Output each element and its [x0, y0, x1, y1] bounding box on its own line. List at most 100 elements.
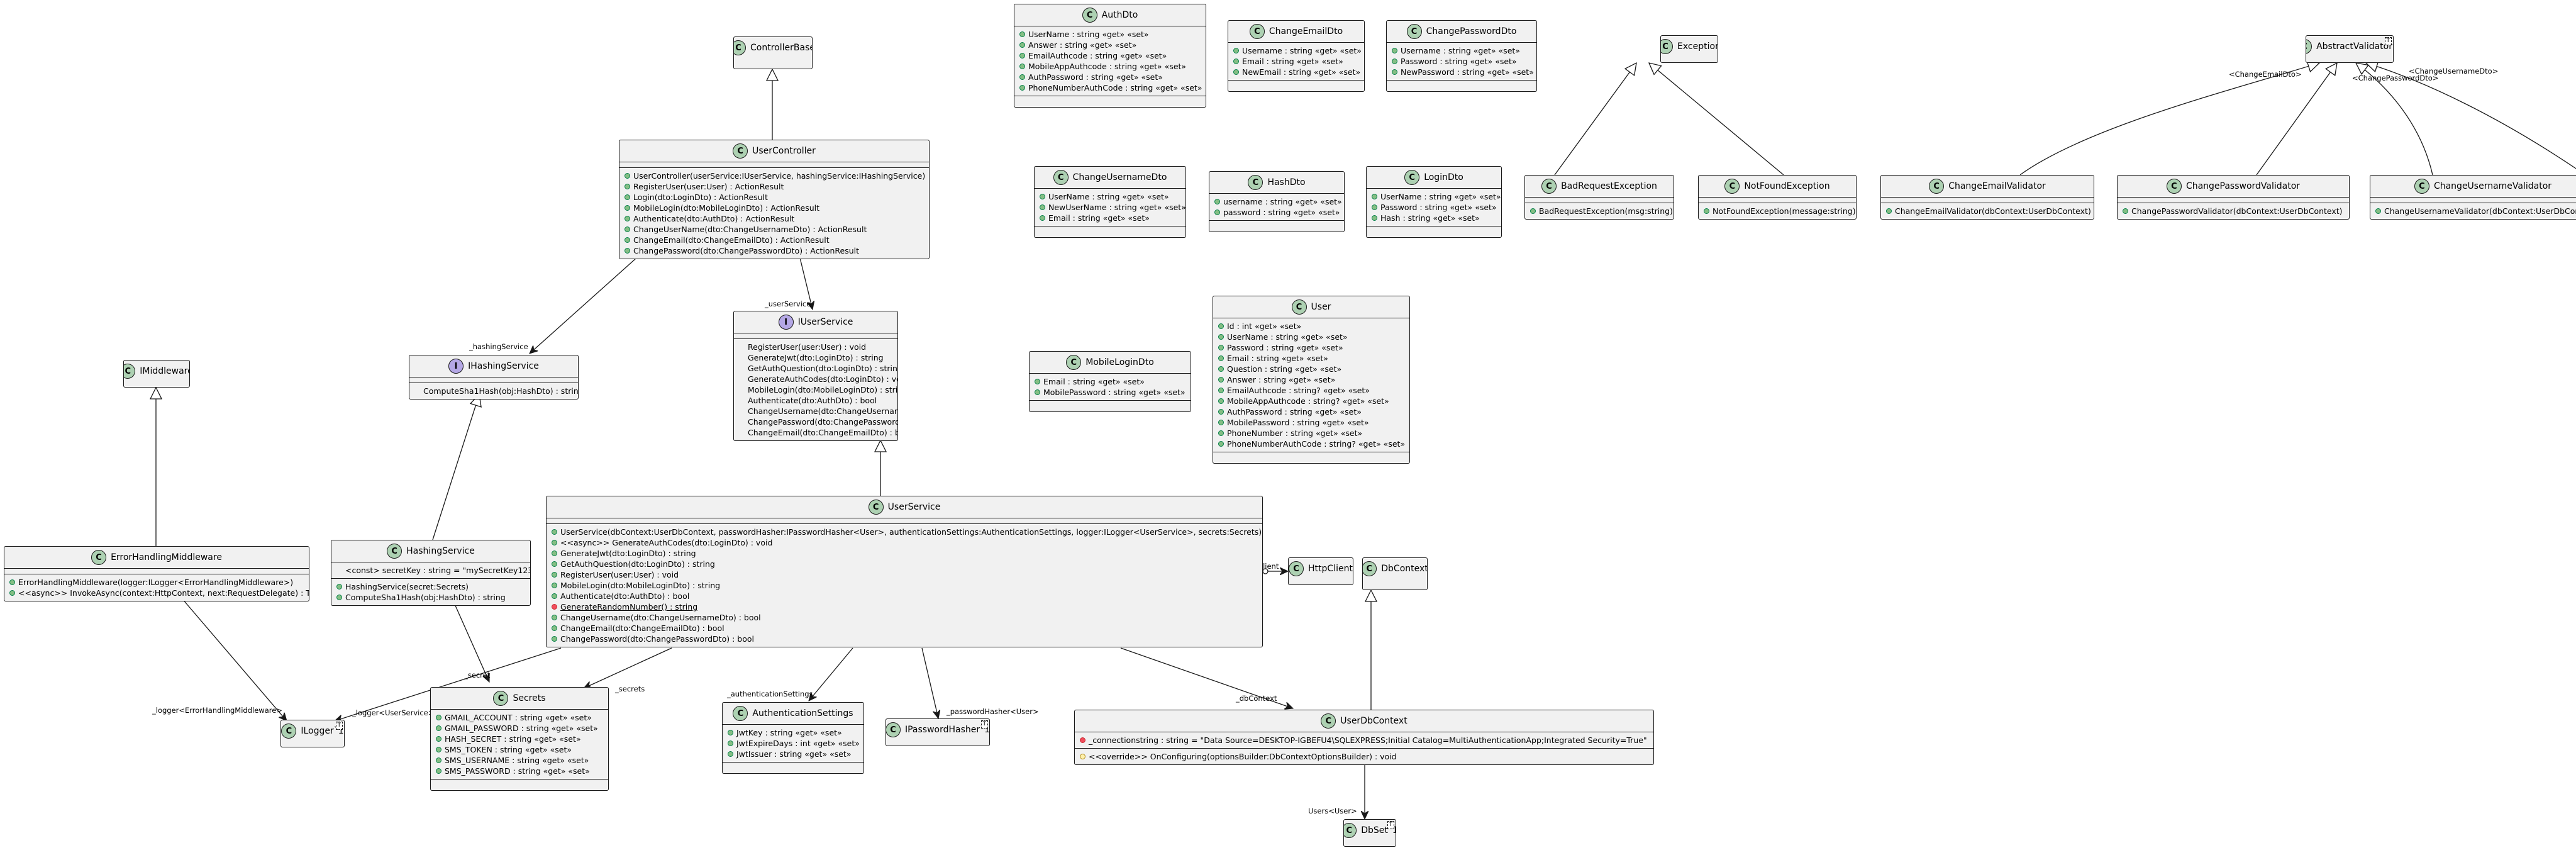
- class-name: ChangeUsernameValidator: [2433, 181, 2552, 191]
- label-password-hasher-field: _passwordHasher<User>: [947, 707, 1039, 716]
- method-text: GenerateAuthCodes(dto:LoginDto) : void: [748, 374, 898, 384]
- methods-section: NotFoundException(message:string): [1699, 203, 1856, 219]
- method-text: ChangeUsername(dto:ChangeUsernameDto) : …: [560, 613, 761, 622]
- member-row: UserService(dbContext:UserDbContext, pas…: [552, 527, 1262, 537]
- class-name: IPasswordHasher`1: [904, 725, 990, 735]
- class-header: C ILogger`1: [281, 720, 344, 742]
- member-row: GenerateJwt(dto:LoginDto) : string: [739, 352, 892, 363]
- fields-section: [2118, 198, 2349, 203]
- visibility-icon: [739, 355, 745, 360]
- member-row: ChangeUserName(dto:ChangeUsernameDto) : …: [625, 224, 924, 235]
- interface-icon: I: [448, 359, 464, 374]
- edge-notfound-inherits-exception: [1649, 63, 1784, 176]
- method-text: ChangePassword(dto:ChangePasswordDto) : …: [560, 634, 754, 644]
- member-row: ChangePassword(dto:ChangePasswordDto) : …: [625, 245, 924, 256]
- visibility-icon: [739, 408, 745, 414]
- member-row: Authenticate(dto:AuthDto) : bool: [739, 395, 892, 406]
- member-row: MobilePassword : string «get» «set»: [1218, 417, 1404, 428]
- member-row: BadRequestException(msg:string): [1530, 206, 1673, 216]
- visibility-icon: [625, 173, 630, 179]
- visibility-icon: [1019, 64, 1025, 69]
- label-secrets-field: _secrets: [615, 685, 645, 693]
- member-row: <<async>> GenerateAuthCodes(dto:LoginDto…: [552, 537, 1257, 548]
- field-text: Id : int «get» «set»: [1227, 321, 1302, 331]
- class-name: ILogger`1: [301, 726, 344, 736]
- label-logger-error-mw: _logger<ErrorHandlingMiddleware>: [152, 706, 282, 715]
- class-abstract-validator[interactable]: CAbstractValidator`1T: [2306, 35, 2394, 63]
- edge-offscreen-inherits-abstractvalidator: [2366, 63, 2576, 169]
- visibility-icon: [1019, 31, 1025, 37]
- class-icon: C: [1248, 175, 1263, 190]
- interface-icon: I: [778, 315, 794, 330]
- visibility-icon: [739, 419, 745, 425]
- class-name: IMiddleware: [140, 366, 190, 376]
- fields-section: Username : string «get» «set»Password : …: [1387, 43, 1536, 81]
- class-icon: C: [281, 724, 297, 739]
- member-row: HASH_SECRET : string «get» «set»: [436, 734, 603, 744]
- method-text: ChangeUsername(dto:ChangeUsernameDto) : …: [748, 406, 897, 416]
- visibility-icon: [1372, 215, 1377, 221]
- visibility-icon: [1040, 204, 1045, 210]
- methods-section: [1228, 81, 1364, 91]
- member-row: AuthPassword : string «get» «set»: [1019, 72, 1201, 82]
- member-row: EmailAuthcode : string? «get» «set»: [1218, 385, 1404, 396]
- member-row: ChangeEmail(dto:ChangeEmailDto) : bool: [552, 623, 1257, 634]
- visibility-icon: [552, 615, 557, 620]
- methods-section: BadRequestException(msg:string): [1525, 203, 1674, 219]
- member-row: ChangePassword(dto:ChangePasswordDto) : …: [739, 416, 897, 427]
- visibility-icon: [552, 625, 557, 631]
- method-text: MobileLogin(dto:MobileLoginDto) : string: [748, 385, 898, 394]
- visibility-icon: [436, 725, 441, 731]
- methods-section: UserController(userService:IUserService,…: [619, 168, 929, 259]
- member-row: Authenticate(dto:AuthDto) : ActionResult: [625, 213, 924, 224]
- label-authentication-settings-field: _authenticationSettings: [727, 690, 813, 698]
- visibility-icon: [552, 572, 557, 578]
- fields-section: [1525, 198, 1674, 203]
- member-row: JwtIssuer : string «get» «set»: [728, 749, 858, 759]
- label-change-password-binding: <ChangePasswordDto>: [2352, 74, 2439, 82]
- edge-userservice-to-ilogger: [335, 647, 562, 721]
- member-row: MobileLogin(dto:MobileLoginDto) : string: [552, 580, 1257, 591]
- fields-section: username : string «get» «set»password : …: [1209, 194, 1344, 221]
- visibility-icon: [1218, 441, 1224, 447]
- member-row: GenerateRandomNumber() : string: [552, 601, 1257, 612]
- member-row: JwtExpireDays : int «get» «set»: [728, 738, 860, 749]
- field-text: <const> secretKey : string = "mySecretKe…: [345, 566, 531, 575]
- class-name: IUserService: [797, 317, 853, 327]
- edge-hashingservice-to-secrets: [453, 602, 489, 682]
- methods-section: ChangeEmailValidator(dbContext:UserDbCon…: [1881, 203, 2094, 219]
